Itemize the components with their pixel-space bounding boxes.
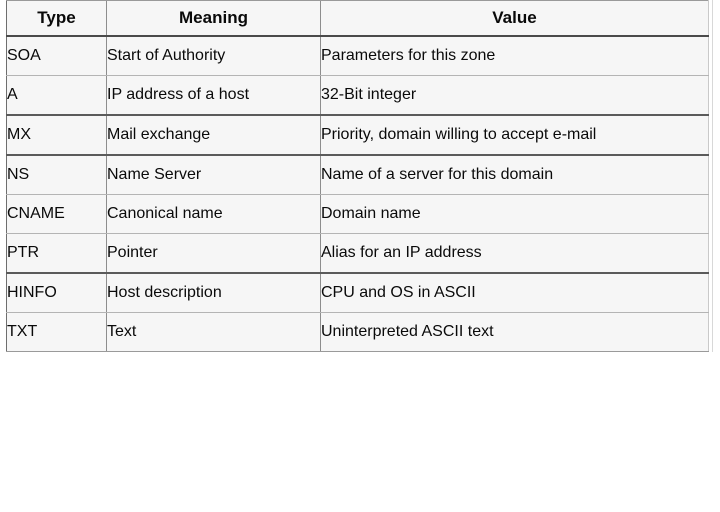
table-row: PTR Pointer Alias for an IP address xyxy=(6,233,709,274)
cell-meaning: Text xyxy=(106,312,321,352)
table-header-row: Type Meaning Value xyxy=(6,0,709,37)
cell-type: HINFO xyxy=(6,273,107,313)
table-row: HINFO Host description CPU and OS in ASC… xyxy=(6,273,709,313)
table-row: CNAME Canonical name Domain name xyxy=(6,194,709,234)
table-body: SOA Start of Authority Parameters for th… xyxy=(6,36,709,352)
cell-value: CPU and OS in ASCII xyxy=(320,273,709,313)
cell-type: SOA xyxy=(6,36,107,76)
cell-meaning: Canonical name xyxy=(106,194,321,234)
cell-value: Domain name xyxy=(320,194,709,234)
table-row: A IP address of a host 32-Bit integer xyxy=(6,75,709,116)
table-row: SOA Start of Authority Parameters for th… xyxy=(6,36,709,76)
cell-meaning: Host description xyxy=(106,273,321,313)
table-row: TXT Text Uninterpreted ASCII text xyxy=(6,312,709,352)
cell-value: Alias for an IP address xyxy=(320,233,709,274)
cell-meaning: Start of Authority xyxy=(106,36,321,76)
cell-meaning: IP address of a host xyxy=(106,75,321,116)
column-header-meaning: Meaning xyxy=(106,0,321,37)
table-row: NS Name Server Name of a server for this… xyxy=(6,155,709,195)
column-header-type: Type xyxy=(6,0,107,37)
cell-value: Priority, domain willing to accept e-mai… xyxy=(320,115,709,156)
cell-value: 32-Bit integer xyxy=(320,75,709,116)
cell-type: MX xyxy=(6,115,107,156)
cell-type: A xyxy=(6,75,107,116)
column-header-value: Value xyxy=(320,0,709,37)
page-edge-rule xyxy=(712,0,713,352)
cell-value: Parameters for this zone xyxy=(320,36,709,76)
resource-record-table-container: Type Meaning Value SOA Start of Authorit… xyxy=(6,0,709,352)
table-header: Type Meaning Value xyxy=(6,0,709,37)
table-row: MX Mail exchange Priority, domain willin… xyxy=(6,115,709,156)
cell-meaning: Name Server xyxy=(106,155,321,195)
cell-type: CNAME xyxy=(6,194,107,234)
cell-type: PTR xyxy=(6,233,107,274)
cell-type: NS xyxy=(6,155,107,195)
cell-type: TXT xyxy=(6,312,107,352)
cell-value: Name of a server for this domain xyxy=(320,155,709,195)
cell-meaning: Pointer xyxy=(106,233,321,274)
cell-value: Uninterpreted ASCII text xyxy=(320,312,709,352)
resource-record-table: Type Meaning Value SOA Start of Authorit… xyxy=(6,0,709,352)
cell-meaning: Mail exchange xyxy=(106,115,321,156)
